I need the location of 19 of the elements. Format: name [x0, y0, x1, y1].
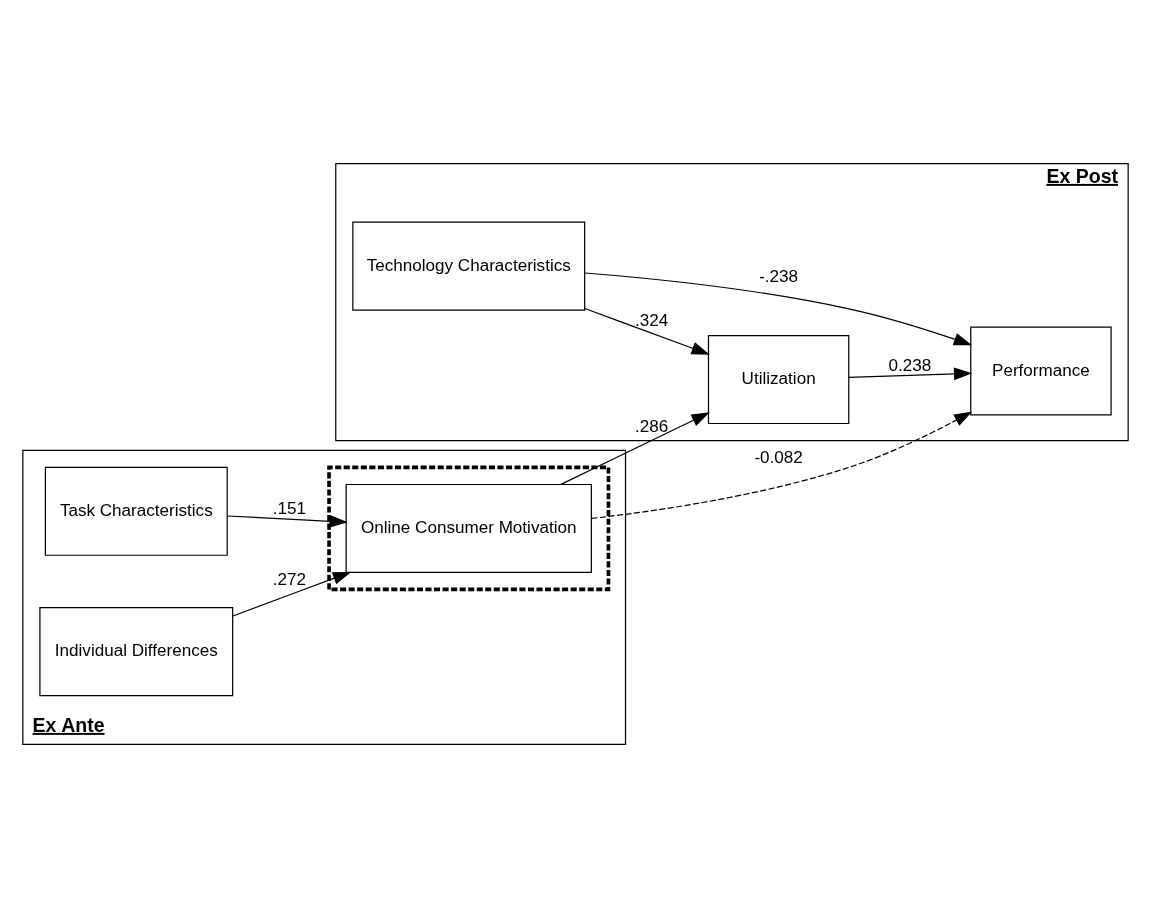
edge-label: .151 — [272, 498, 307, 518]
arrow — [232, 571, 352, 617]
node-box: Task Characteristics — [44, 466, 228, 556]
edge-label: 0.238 — [888, 355, 932, 375]
edge-label: .286 — [635, 416, 669, 436]
arrow — [848, 366, 973, 380]
edge-label: -0.082 — [754, 447, 803, 467]
node-box: Individual Differences — [39, 606, 234, 696]
edge-label: .324 — [635, 310, 669, 330]
arrow — [584, 307, 710, 355]
arrow — [226, 514, 348, 528]
edge-label: -.238 — [759, 266, 799, 286]
arrow — [584, 271, 973, 345]
node-box: Performance — [970, 326, 1112, 416]
edge-label: .272 — [272, 569, 307, 589]
node-box: Online Consumer Motivation — [345, 483, 592, 573]
arrow — [591, 410, 973, 519]
node-box: Technology Characteristics — [352, 221, 586, 311]
node-box: Utilization — [707, 334, 850, 424]
